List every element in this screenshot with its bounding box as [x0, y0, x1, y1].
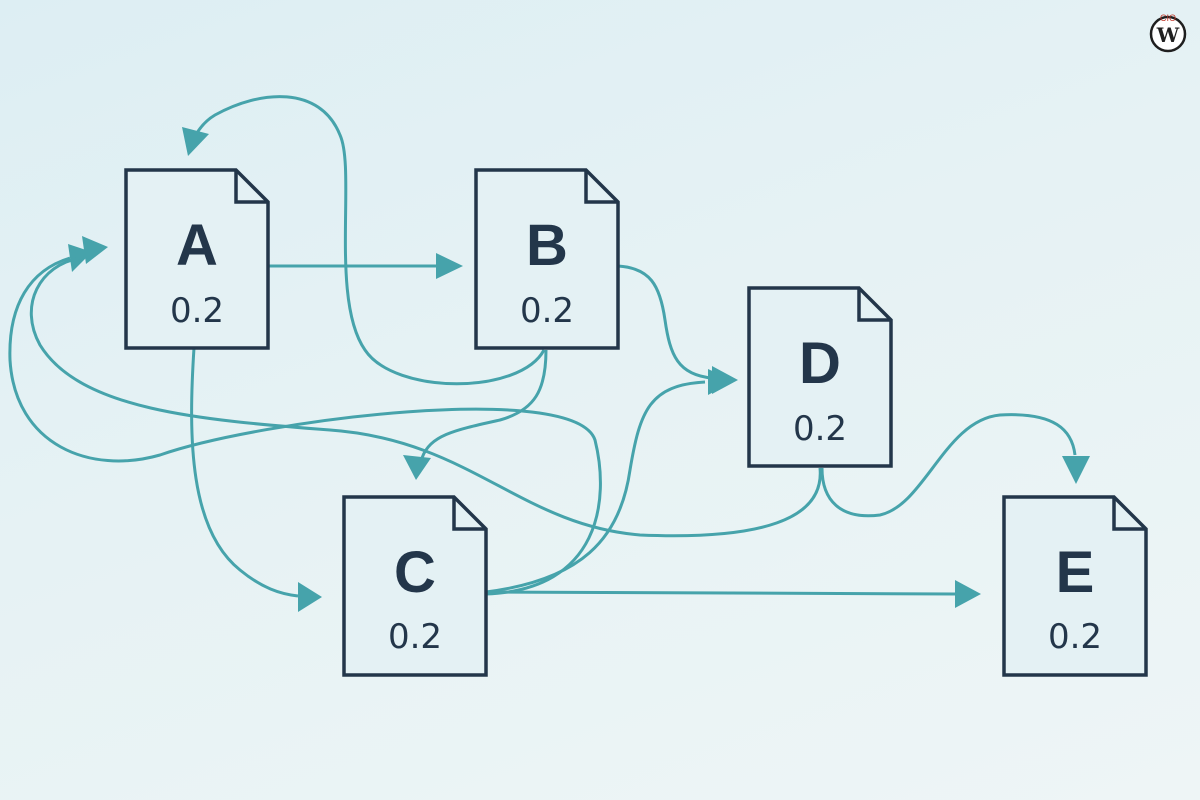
document-node-d: D 0.2	[747, 286, 893, 468]
document-fold	[1112, 497, 1146, 531]
node-score: 0.2	[793, 409, 847, 449]
node-score: 0.2	[388, 617, 442, 657]
node-label: E	[1056, 540, 1095, 605]
node-label: C	[394, 540, 436, 605]
document-icon	[1002, 495, 1148, 677]
document-icon	[342, 495, 488, 677]
node-score: 0.2	[520, 291, 574, 331]
arrowhead-a-to-b	[436, 253, 463, 279]
document-icon	[474, 168, 620, 350]
logo-circle-icon	[1149, 15, 1187, 53]
edge-b-to-c	[420, 349, 548, 459]
arrowhead-c-to-d	[708, 369, 734, 395]
edge-b-to-d	[617, 264, 713, 380]
edge-a-to-c	[190, 347, 299, 598]
document-icon	[747, 286, 893, 468]
brand-logo: CIO W	[1149, 13, 1187, 53]
edge-c-to-e	[485, 590, 956, 596]
node-label: A	[176, 213, 218, 278]
arrowhead-d-to-a	[82, 236, 108, 264]
document-node-e: E 0.2	[1002, 495, 1148, 677]
arrowhead-d-to-e	[1062, 456, 1090, 484]
logo-top-text: CIO	[1160, 13, 1176, 23]
arrowhead-a-to-c	[298, 582, 322, 612]
arrowhead-c-to-e	[955, 580, 981, 608]
node-label: B	[526, 213, 568, 278]
node-label: D	[799, 331, 841, 396]
document-node-c: C 0.2	[342, 495, 488, 677]
edges-layer	[8, 95, 1090, 612]
edge-c-to-d	[485, 380, 706, 594]
arrowhead-b-to-a	[182, 127, 209, 156]
edge-b-to-a	[195, 95, 546, 386]
edge-d-to-e	[820, 413, 1077, 518]
node-score: 0.2	[170, 291, 224, 331]
document-icon	[124, 168, 270, 350]
arrowhead-b-to-c	[403, 455, 431, 480]
document-node-a: A 0.2	[124, 168, 270, 350]
document-fold	[584, 170, 618, 204]
edge-d-to-a	[29, 256, 822, 538]
document-node-b: B 0.2	[474, 168, 620, 350]
document-fold	[234, 170, 268, 204]
document-fold	[452, 497, 486, 531]
node-score: 0.2	[1048, 617, 1102, 657]
document-fold	[857, 288, 891, 322]
edge-c-to-a	[8, 256, 602, 596]
logo-letter: W	[1156, 23, 1180, 47]
